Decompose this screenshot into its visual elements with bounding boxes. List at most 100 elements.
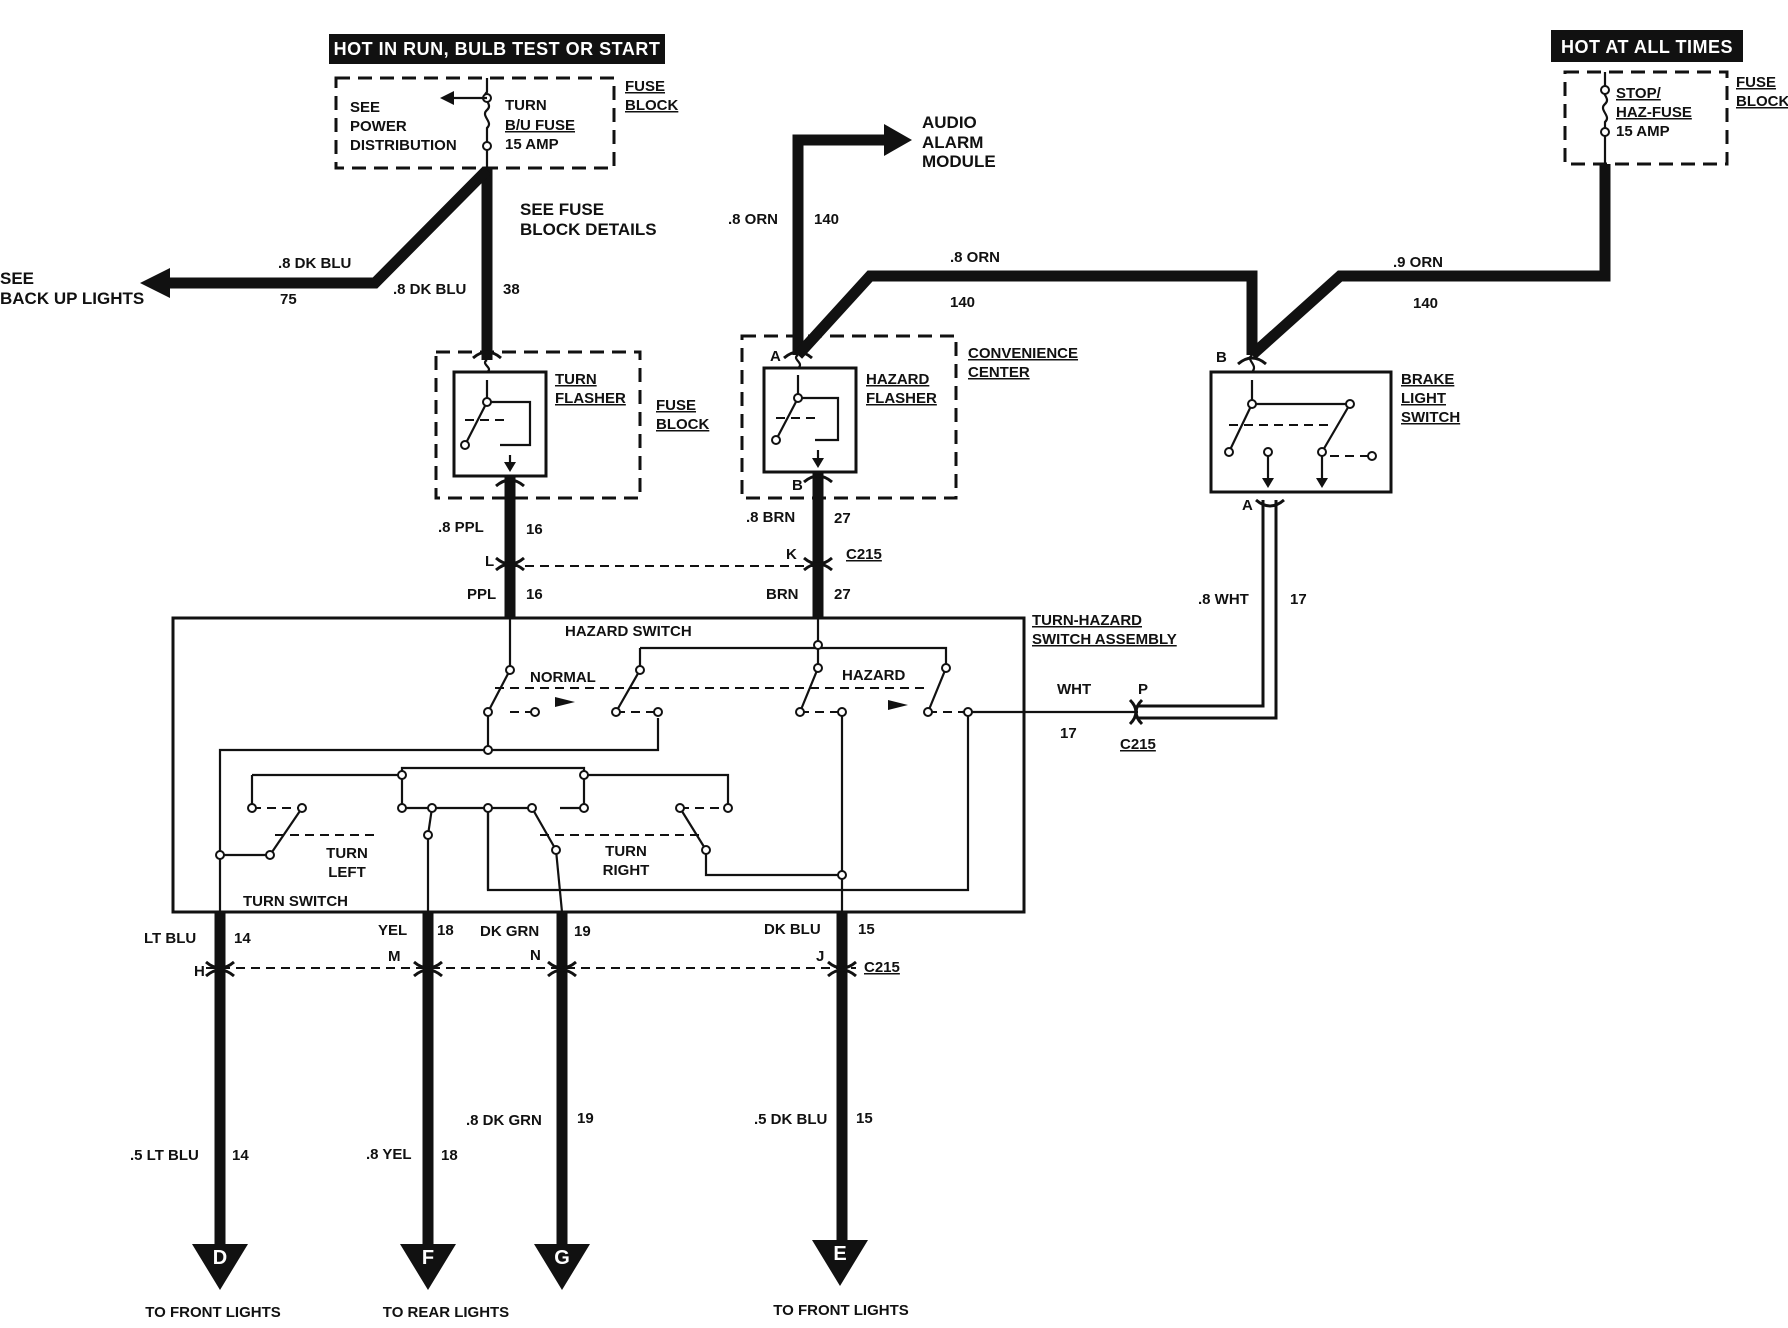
label-14-b: 14 bbox=[232, 1147, 249, 1164]
fuse-block-right-outline bbox=[1563, 70, 1729, 166]
pin-n: N bbox=[530, 947, 541, 964]
turn-hazard-switch-assembly bbox=[171, 616, 1026, 914]
pin-h: H bbox=[194, 963, 205, 980]
turn-flasher-fuse-block-outline bbox=[434, 350, 642, 500]
hot-in-run-header bbox=[329, 34, 665, 64]
label-140-c: 140 bbox=[1413, 295, 1438, 312]
label-27-b: 27 bbox=[834, 586, 851, 603]
label-27-a: 27 bbox=[834, 510, 851, 527]
label-orn-8-b: .8 ORN bbox=[950, 249, 1000, 266]
hazard-label: HAZARD bbox=[842, 667, 905, 684]
see-power-line3: DISTRIBUTION bbox=[350, 137, 457, 154]
label-17-a: 17 bbox=[1290, 591, 1307, 608]
label-lt-blu: LT BLU bbox=[144, 930, 196, 947]
hazard-flasher-label-1: HAZARD bbox=[866, 371, 929, 388]
label-18-a: 18 bbox=[437, 922, 454, 939]
dest-f: TO REAR LIGHTS bbox=[383, 1304, 509, 1321]
see-power-arrow bbox=[440, 91, 454, 105]
label-dk-blu-8b: .8 DK BLU bbox=[393, 281, 466, 298]
stop-haz-line1: STOP/ bbox=[1616, 85, 1662, 102]
convenience-label-2: CENTER bbox=[968, 364, 1030, 381]
label-19-a: 19 bbox=[574, 923, 591, 940]
see-backup-line2: BACK UP LIGHTS bbox=[0, 289, 144, 308]
label-orn-8-a: .8 ORN bbox=[728, 211, 778, 228]
label-dk-blu-8: .8 DK BLU bbox=[278, 255, 351, 272]
svg-text:D: D bbox=[213, 1247, 227, 1269]
turn-right-2: RIGHT bbox=[603, 862, 650, 879]
wire-140-audio bbox=[792, 134, 890, 355]
turn-left-1: TURN bbox=[326, 845, 368, 862]
audio-alarm-arrow bbox=[884, 124, 912, 156]
convenience-center-outline bbox=[740, 334, 958, 500]
dest-e: TO FRONT LIGHTS bbox=[773, 1302, 909, 1319]
stop-haz-line2: HAZ-FUSE bbox=[1616, 104, 1692, 121]
label-17-b: 17 bbox=[1060, 725, 1077, 742]
label-brn: BRN bbox=[766, 586, 799, 603]
fuse-name-line2: B/U FUSE bbox=[505, 117, 575, 134]
label-wht-8: .8 WHT bbox=[1198, 591, 1249, 608]
label-dk-blu-5: .5 DK BLU bbox=[754, 1111, 827, 1128]
label-14-a: 14 bbox=[234, 930, 251, 947]
c215-bottom: C215 bbox=[864, 959, 900, 976]
audio-line1: AUDIO bbox=[922, 113, 977, 132]
brake-pin-b: B bbox=[1216, 349, 1227, 366]
turn-flasher-label-2: FLASHER bbox=[555, 390, 626, 407]
label-16-a: 16 bbox=[526, 521, 543, 538]
label-38: 38 bbox=[503, 281, 520, 298]
brake-label-1: BRAKE bbox=[1401, 371, 1454, 388]
hot-at-all-times-text: HOT AT ALL TIMES bbox=[1561, 37, 1733, 57]
normal-label: NORMAL bbox=[530, 669, 596, 686]
see-fuse-details-1: SEE FUSE bbox=[520, 200, 604, 219]
turn-flasher-label-1: TURN bbox=[555, 371, 597, 388]
label-wht: WHT bbox=[1057, 681, 1091, 698]
c215-mid: C215 bbox=[1120, 736, 1156, 753]
hazard-switch-label: HAZARD SWITCH bbox=[565, 623, 692, 640]
wire-140-to-hazard bbox=[793, 270, 1258, 359]
fuse-block-right-label-1: FUSE bbox=[1736, 74, 1776, 91]
hazard-flasher bbox=[762, 366, 858, 474]
see-fuse-details-2: BLOCK DETAILS bbox=[520, 220, 657, 239]
turn-switch-label: TURN SWITCH bbox=[243, 893, 348, 910]
label-dk-grn: DK GRN bbox=[480, 923, 539, 940]
backup-lights-arrow bbox=[140, 268, 170, 298]
fuse-block-right-label-2: BLOCK bbox=[1736, 93, 1788, 110]
assembly-label-1: TURN-HAZARD bbox=[1032, 612, 1142, 629]
brake-label-2: LIGHT bbox=[1401, 390, 1446, 407]
terminal-d: D bbox=[192, 1244, 248, 1290]
wire-17-white bbox=[1138, 500, 1265, 708]
terminal-g: G bbox=[534, 1244, 590, 1290]
turn-bu-fuse-symbol bbox=[483, 78, 491, 168]
assembly-label-2: SWITCH ASSEMBLY bbox=[1032, 631, 1177, 648]
see-power-line2: POWER bbox=[350, 118, 407, 135]
terminal-f: F bbox=[400, 1244, 456, 1290]
brake-light-switch bbox=[1209, 370, 1393, 494]
pin-m: M bbox=[388, 948, 401, 965]
turn-left-2: LEFT bbox=[328, 864, 366, 881]
turn-flasher-block-2: BLOCK bbox=[656, 416, 709, 433]
label-140-a: 140 bbox=[814, 211, 839, 228]
pin-l: L bbox=[485, 553, 494, 570]
turn-flasher-block-1: FUSE bbox=[656, 397, 696, 414]
stop-haz-line3: 15 AMP bbox=[1616, 123, 1670, 140]
wire-75 bbox=[160, 166, 491, 289]
label-16-b: 16 bbox=[526, 586, 543, 603]
svg-text:E: E bbox=[833, 1243, 846, 1265]
terminal-e: E bbox=[812, 1240, 868, 1286]
dest-d: TO FRONT LIGHTS bbox=[145, 1304, 281, 1321]
label-15-b: 15 bbox=[856, 1110, 873, 1127]
label-yel: YEL bbox=[378, 922, 407, 939]
label-15-a: 15 bbox=[858, 921, 875, 938]
label-ppl: PPL bbox=[467, 586, 496, 603]
label-ppl-8: .8 PPL bbox=[438, 519, 484, 536]
brake-label-3: SWITCH bbox=[1401, 409, 1460, 426]
fuse-block-label-2: BLOCK bbox=[625, 97, 678, 114]
wire-140-main bbox=[1248, 164, 1611, 360]
svg-text:F: F bbox=[422, 1247, 434, 1269]
label-brn-8: .8 BRN bbox=[746, 509, 795, 526]
hot-at-all-times-header bbox=[1551, 30, 1743, 62]
label-19-b: 19 bbox=[577, 1110, 594, 1127]
fuse-block-left-outline bbox=[334, 76, 616, 170]
audio-line2: ALARM bbox=[922, 133, 983, 152]
pin-k: K bbox=[786, 546, 797, 563]
